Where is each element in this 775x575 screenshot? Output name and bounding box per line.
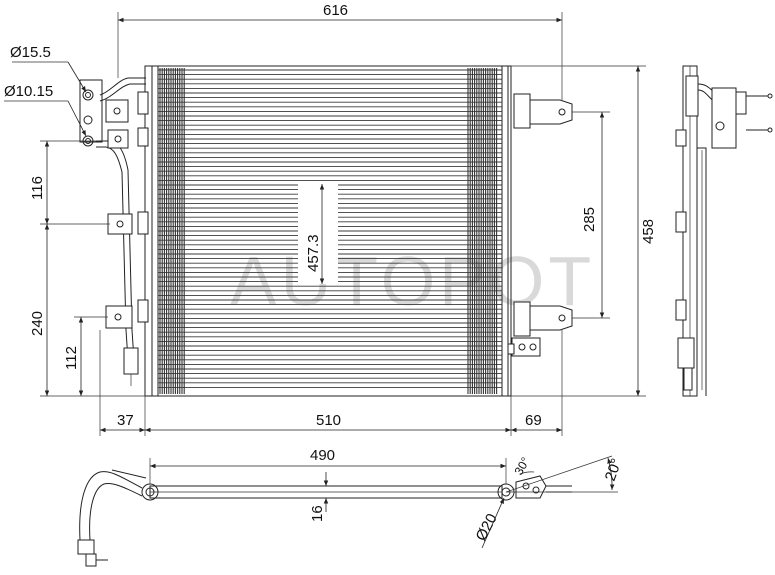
dim-core-width: 510	[316, 412, 341, 429]
front-dimensions: 616 458 285 Ø15.5 Ø10.15 116 240 112	[4, 2, 657, 436]
dim-bottom-width: 490	[310, 447, 335, 464]
dim-bracket-spacing: 285	[581, 207, 598, 232]
dim-angle-20: 20°	[602, 456, 626, 483]
core-dense-band-right	[467, 68, 498, 394]
dim-left-112: 112	[63, 346, 80, 370]
dim-bottom-thickness: 16	[309, 505, 326, 522]
bottom-view: 490 16 Ø20 20° 30°	[77, 447, 626, 567]
condenser-core: 457.3	[144, 65, 512, 397]
core-dense-band-left	[159, 68, 185, 394]
dim-overall-width: 616	[323, 2, 348, 19]
right-bracket-assembly	[507, 93, 573, 357]
dim-angle-30: 30°	[511, 455, 532, 478]
side-view	[675, 65, 773, 397]
dim-left-116: 116	[29, 176, 46, 200]
dim-left-offset: 37	[117, 412, 134, 429]
dim-left-240: 240	[29, 311, 46, 336]
dim-overall-height: 458	[640, 219, 657, 244]
dim-right-offset: 69	[525, 412, 542, 429]
dim-core-height: 457.3	[305, 234, 322, 272]
dim-pipe-diameter-2: Ø10.15	[4, 83, 53, 100]
dim-pipe-diameter-1: Ø15.5	[10, 44, 51, 61]
left-pipe-assembly	[79, 77, 149, 386]
